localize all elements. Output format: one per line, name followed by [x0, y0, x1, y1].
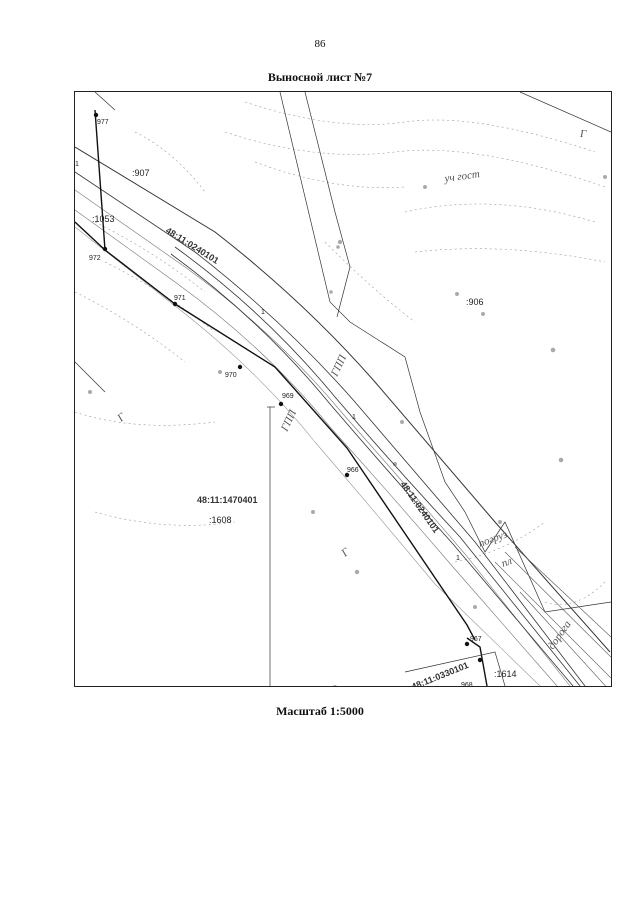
terrain-text: уч гост ГПП ГПП погруз пл дорога Г Г Г: [114, 128, 587, 652]
point-label-966: 966: [347, 467, 359, 474]
cadastral-block-bottom: 48:11:0240101: [398, 479, 441, 534]
parcel-boundary: [75, 109, 488, 686]
page-number: 86: [314, 38, 326, 50]
cadastral-block-left: 48:11:1470401: [197, 495, 258, 505]
cadastral-map: 977 972 971 970 969 966 967 968 :907 :10…: [75, 92, 611, 686]
parcel-label-906: :906: [466, 297, 484, 307]
point-label-977: 977: [97, 119, 109, 126]
parcel-label-1608: :1608: [209, 515, 232, 525]
scale-caption: Масштаб 1:5000: [276, 704, 364, 718]
point-label-969: 969: [282, 393, 294, 400]
point-numbers: 977 972 971 970 969 966 967 968: [89, 119, 482, 686]
sheet-title: Выносной лист №7: [267, 70, 373, 84]
terrain-label-gamma2: Г: [114, 411, 128, 425]
point-label-970: 970: [225, 372, 237, 379]
parcel-label-1614: :1614: [494, 669, 517, 679]
part-label-b: 1: [261, 309, 265, 316]
terrain-hatching: [75, 101, 606, 605]
terrain-label-gamma3: Г: [338, 546, 352, 560]
part-numbers: 1 1 1 1: [75, 161, 460, 562]
terrain-dots: [88, 175, 607, 686]
cadastral-blocks: 48:11:0240101 48:11:0240101 48:11:147040…: [164, 225, 470, 686]
adjacent-parcels: [75, 92, 611, 686]
lower-right-lines: [494, 546, 611, 686]
parcel-label-1053: :1053: [92, 214, 115, 224]
point-label-972: 972: [89, 255, 101, 262]
point-label-968: 968: [461, 682, 473, 686]
point-label-967: 967: [470, 636, 482, 643]
part-label-d: 1: [456, 555, 460, 562]
part-label-c: 1: [352, 414, 356, 421]
parcel-numbers: :907 :1053 :906 :1608 :1614: [92, 168, 517, 679]
terrain-label-track-b: ГПП: [278, 407, 299, 434]
terrain-label-loading: погруз: [477, 528, 509, 549]
road-corridor: [75, 146, 611, 686]
part-label-a: 1: [75, 161, 79, 168]
terrain-label-track-a: ГПП: [328, 352, 349, 379]
point-label-971: 971: [174, 295, 186, 302]
terrain-label-gamma1: Г: [579, 128, 587, 140]
terrain-label-garden: уч гост: [443, 168, 481, 185]
boundary-points: [93, 112, 483, 663]
parcel-label-907: :907: [132, 168, 150, 178]
terrain-label-loading2: пл: [500, 555, 514, 570]
map-frame: 977 972 971 970 969 966 967 968 :907 :10…: [74, 91, 612, 687]
